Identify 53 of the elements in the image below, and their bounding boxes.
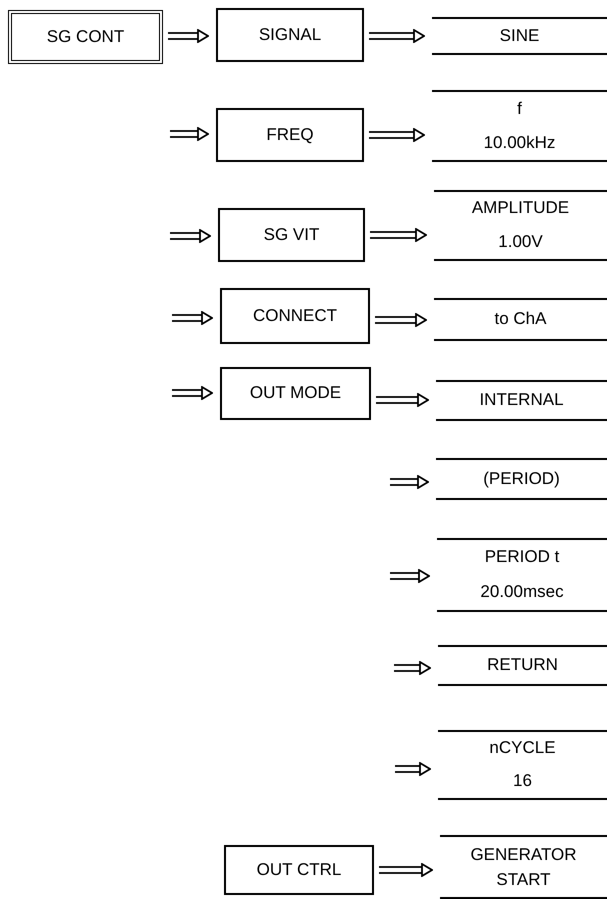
menu-box — [216, 108, 364, 162]
display-field — [432, 90, 607, 162]
menu-box — [220, 288, 370, 344]
double-arrow — [393, 661, 431, 675]
display-field — [438, 730, 607, 800]
double-arrow — [169, 127, 209, 141]
menu-label: CONNECT — [252, 306, 338, 326]
menu-label: OUT CTRL — [256, 860, 342, 880]
double-arrow — [374, 313, 427, 327]
menu-label: (PERIOD) — [483, 470, 560, 488]
parameter-value: 20.00msec — [480, 583, 564, 602]
double-arrow — [369, 228, 427, 242]
display-field — [437, 538, 607, 612]
menu-label: GENERATOR START — [470, 844, 577, 891]
display-field — [438, 645, 607, 686]
menu-label: INTERNAL — [479, 391, 564, 410]
double-arrow — [171, 311, 213, 325]
menu-box — [224, 845, 374, 895]
parameter-name: PERIOD t — [484, 548, 560, 567]
display-field — [434, 298, 607, 341]
menu-label: to ChA — [494, 310, 546, 329]
double-arrow — [394, 762, 431, 776]
double-arrow — [368, 128, 425, 142]
menu-label: SIGNAL — [258, 26, 322, 44]
double-arrow — [167, 29, 209, 43]
parameter-name: AMPLITUDE — [472, 199, 570, 218]
parameter-value: 10.00kHz — [484, 134, 556, 152]
menu-box — [216, 8, 364, 62]
double-arrow — [389, 569, 430, 583]
menu-label: SINE — [500, 26, 540, 46]
double-arrow — [389, 475, 429, 489]
menu-label: RETURN — [487, 656, 558, 675]
double-arrow — [169, 229, 211, 243]
menu-label: SG VIT — [264, 226, 320, 244]
menu-box — [220, 367, 371, 420]
display-field — [440, 835, 607, 899]
menu-box — [218, 208, 365, 262]
parameter-name: nCYCLE — [489, 739, 556, 758]
parameter-value: 16 — [513, 772, 532, 791]
double-arrow — [378, 863, 433, 877]
display-field — [436, 458, 607, 500]
parameter-value: 1.00V — [498, 232, 543, 252]
display-field — [436, 380, 607, 421]
display-field — [434, 190, 607, 261]
double-arrow — [375, 393, 429, 407]
double-arrow — [368, 29, 425, 43]
parameter-name: f — [517, 100, 522, 118]
menu-label: SG CONT — [46, 28, 124, 46]
menu-label: FREQ — [266, 126, 314, 144]
double-arrow — [171, 386, 213, 400]
menu-title-box — [8, 10, 163, 64]
menu-label: OUT MODE — [250, 384, 342, 403]
display-field — [432, 17, 607, 55]
